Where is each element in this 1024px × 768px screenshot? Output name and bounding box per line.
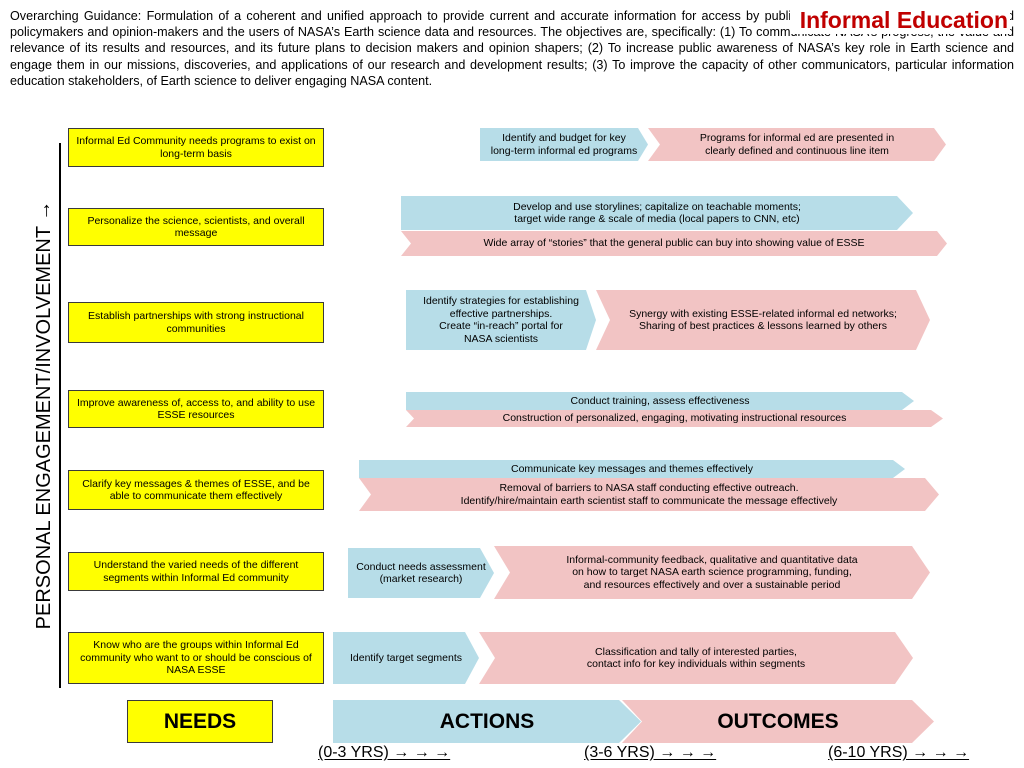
need-box-long-term-programs: Informal Ed Community needs programs to …: [68, 128, 324, 167]
page-title: Informal Education: [789, 7, 1010, 34]
overarching-guidance: Overarching Guidance: Formulation of a c…: [10, 9, 1014, 88]
need-box-establish-partnerships: Establish partnerships with strong instr…: [68, 302, 324, 343]
timeline-6-10-years: (6-10 YRS) → → →: [828, 744, 970, 761]
action-arrow-storylines: Develop and use storylines; capitalize o…: [401, 196, 913, 230]
timeline-0-3-years: (0-3 YRS) → → →: [318, 744, 451, 761]
need-box-personalize-science: Personalize the science, scientists, and…: [68, 208, 324, 246]
legend-outcomes-label: OUTCOMES: [717, 709, 839, 733]
outcome-arrow-classification-tally: Classification and tally of interested p…: [479, 632, 913, 684]
outcome-arrow-remove-barriers: Removal of barriers to NASA staff conduc…: [359, 478, 939, 511]
action-arrow-communicate-messages: Communicate key messages and themes effe…: [359, 460, 905, 478]
outcome-arrow-community-feedback: Informal-community feedback, qualitative…: [494, 546, 930, 599]
outcome-arrow-wide-array-stories: Wide array of “stories” that the general…: [401, 231, 947, 256]
legend-outcomes: OUTCOMES: [622, 700, 934, 743]
y-axis-label: PERSONAL ENGAGEMENT/INVOLVEMENT →: [33, 200, 55, 630]
need-box-improve-awareness: Improve awareness of, access to, and abi…: [68, 390, 324, 428]
action-arrow-budget-programs: Identify and budget for key long-term in…: [480, 128, 648, 161]
need-box-understand-segments: Understand the varied needs of the diffe…: [68, 552, 324, 591]
y-axis-line: [59, 143, 61, 688]
legend-actions-label: ACTIONS: [439, 709, 535, 733]
need-box-clarify-messages: Clarify key messages & themes of ESSE, a…: [68, 470, 324, 510]
legend-needs: NEEDS: [127, 700, 273, 743]
outcome-arrow-instructional-resources: Construction of personalized, engaging, …: [406, 410, 943, 427]
action-arrow-identify-segments: Identify target segments: [333, 632, 479, 684]
timeline-3-6-years: (3-6 YRS) → → →: [584, 744, 717, 761]
outcome-arrow-programs-presented: Programs for informal ed are presented i…: [648, 128, 946, 161]
legend-actions: ACTIONS: [333, 700, 641, 743]
action-arrow-conduct-training: Conduct training, assess effectiveness: [406, 392, 914, 410]
need-box-know-groups: Know who are the groups within Informal …: [68, 632, 324, 684]
action-arrow-needs-assessment: Conduct needs assessment (market researc…: [348, 548, 494, 598]
action-arrow-identify-strategies: Identify strategies for establishing eff…: [406, 290, 596, 350]
outcome-arrow-synergy-networks: Synergy with existing ESSE-related infor…: [596, 290, 930, 350]
